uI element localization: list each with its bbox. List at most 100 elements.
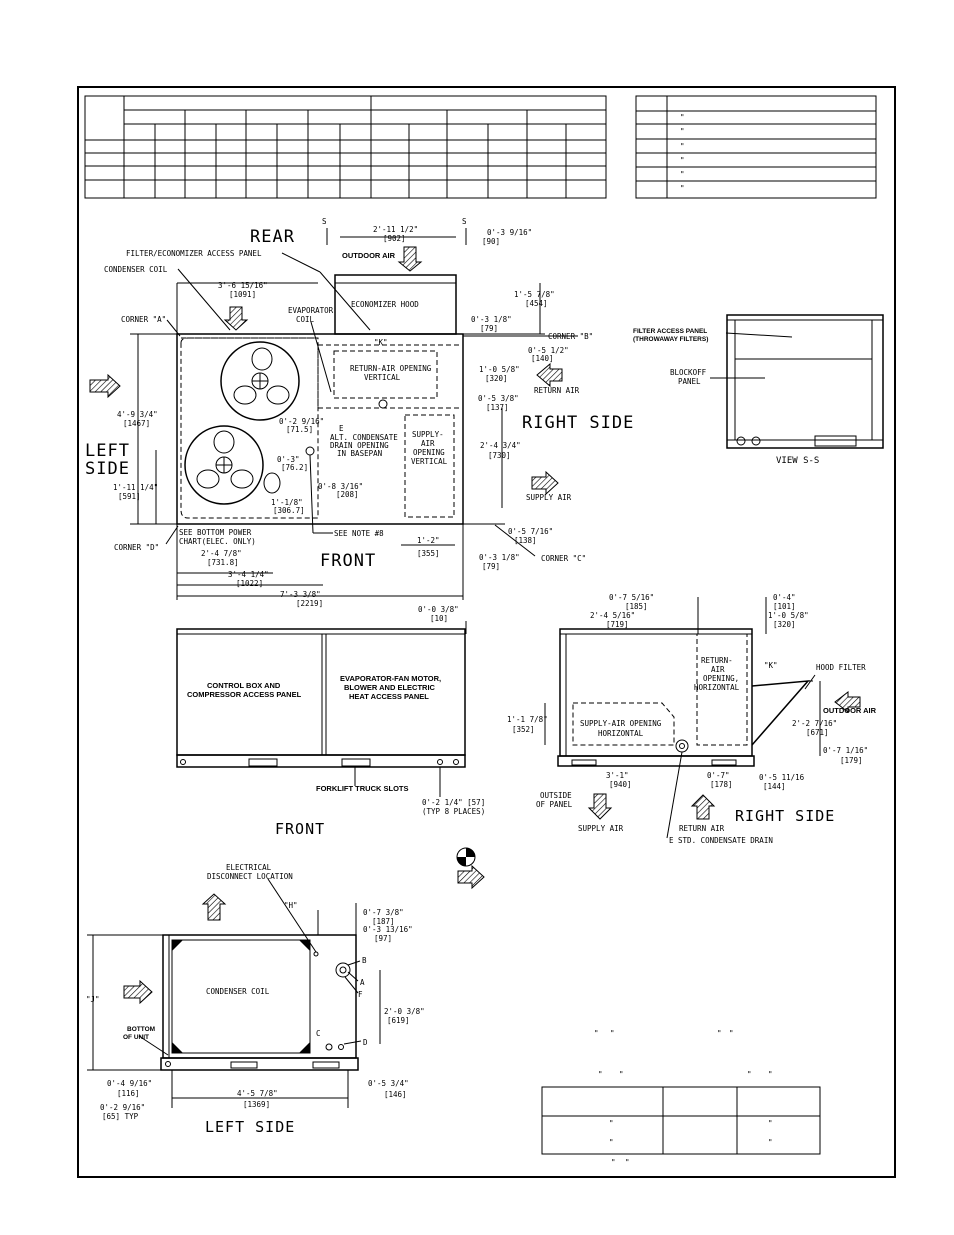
ls-point-f: F: [358, 990, 363, 999]
dim-1-2: 1'-2": [417, 536, 440, 545]
power-mark: ": [619, 1070, 624, 1079]
power-mark: ": [625, 1158, 630, 1167]
ls-d-2-0: 2'-0 3/8": [384, 1007, 425, 1016]
rs-title: RIGHT SIDE: [735, 807, 835, 825]
rs-d-0-7-mm: [178]: [710, 780, 733, 789]
label-supply-vertical-1: SUPPLY-: [412, 430, 444, 439]
ls-point-a: A: [360, 978, 365, 987]
corner-table-mark: ": [680, 113, 685, 122]
plan-right-title: RIGHT SIDE: [522, 413, 634, 433]
rs-d-2-2: 2'-2 7/16": [792, 719, 837, 728]
dim-4-9-mm: [1467]: [123, 419, 150, 428]
ls-d-0-5-3-mm: [146]: [384, 1090, 407, 1099]
dim-0-5-7-mm: [138]: [514, 536, 537, 545]
plan-front-title: FRONT: [320, 551, 376, 571]
front-d-0-0: 0'-0 3/8": [418, 605, 459, 614]
label-filter-panel: FILTER/ECONOMIZER ACCESS PANEL: [126, 249, 262, 258]
label-return-air: RETURN AIR: [534, 386, 580, 395]
rs-d-2-4-5-mm: [719]: [606, 620, 629, 629]
dim-1-11-mm: [591]: [118, 492, 141, 501]
ls-d-0-4-9-mm: [116]: [117, 1089, 140, 1098]
ls-point-d: D: [363, 1038, 368, 1047]
dim-2-4-7-mm: [731.8]: [207, 558, 239, 567]
dim-1-2-mm: [355]: [417, 549, 440, 558]
label-bottom-power-2: CHART(ELEC. ONLY): [179, 537, 256, 546]
rs-d-1-0-5: 1'-0 5/8": [768, 611, 809, 620]
dim-0-5-1-mm: [140]: [531, 354, 554, 363]
rs-d-0-5-11: 0'-5 11/16: [759, 773, 805, 782]
label-note8: SEE NOTE #8: [334, 529, 384, 538]
rs-d-0-4: 0'-4": [773, 593, 796, 602]
power-mark: ": [609, 1138, 614, 1147]
dim-3-4-mm: [1022]: [236, 579, 263, 588]
ls-d-0-7-3: 0'-7 3/8": [363, 908, 404, 917]
ss-blockoff-2: PANEL: [678, 377, 701, 386]
dim-2-4-7: 2'-4 7/8": [201, 549, 242, 558]
label-condenser-coil: CONDENSER COIL: [104, 265, 168, 274]
dim-3-6-mm: [1091]: [229, 290, 256, 299]
power-mark: ": [594, 1029, 599, 1038]
rs-return-4: HORIZONTAL: [694, 683, 740, 692]
dim-0-3-mm: [76.2]: [281, 463, 308, 472]
front-panel-left-2: COMPRESSOR ACCESS PANEL: [187, 690, 302, 699]
label-supply-air: SUPPLY AIR: [526, 493, 572, 502]
plan-left-title-1: LEFT: [85, 441, 130, 461]
ls-d-0-4-9: 0'-4 9/16": [107, 1079, 152, 1088]
rs-k: "K": [764, 661, 778, 670]
plan-rear-title: REAR: [250, 227, 295, 247]
corner-table-mark: ": [680, 127, 685, 136]
dim-0-3-1a-mm: [79]: [480, 324, 498, 333]
dim-2-4-3-mm: [730]: [488, 451, 511, 460]
rs-d-1-0-5-mm: [320]: [773, 620, 796, 629]
rs-d-1-1-7: 1'-1 7/8": [507, 715, 548, 724]
front-panel-right-1: EVAPORATOR-FAN MOTOR,: [340, 674, 441, 683]
dim-1-11: 1'-11 1/4": [113, 483, 158, 492]
corner-table: " " " " " ": [635, 95, 877, 199]
ls-d-0-3-13-mm: [97]: [374, 934, 392, 943]
ls-electrical-1: ELECTRICAL: [226, 863, 272, 872]
power-mark: ": [768, 1119, 773, 1128]
dim-0-3-9: 0'-3 9/16": [487, 228, 532, 237]
label-k: "K": [374, 338, 388, 347]
ls-d-4-5-mm: [1369]: [243, 1100, 270, 1109]
view-ss: FILTER ACCESS PANEL (THROWAWAY FILTERS) …: [633, 314, 884, 466]
front-d-0-0-mm: [10]: [430, 614, 448, 623]
dim-1-5: 1'-5 7/8": [514, 290, 555, 299]
label-outdoor-air: OUTDOOR AIR: [342, 251, 396, 260]
rs-outside-1: OUTSIDE: [540, 791, 572, 800]
rs-d-0-4-mm: [101]: [773, 602, 796, 611]
front-title: FRONT: [275, 820, 325, 838]
label-corner-d: CORNER "D": [114, 543, 159, 552]
rs-d-0-7-1: 0'-7 1/16": [823, 746, 868, 755]
ss-title: VIEW S-S: [776, 456, 819, 466]
power-mark: ": [611, 1158, 616, 1167]
label-alt-drain-1: E: [339, 424, 344, 433]
corner-table-mark: ": [680, 142, 685, 151]
power-mark: ": [729, 1029, 734, 1038]
dim-4-9: 4'-9 3/4": [117, 410, 158, 419]
front-d-0-2-1-typ: (TYP 8 PLACES): [422, 807, 485, 816]
rs-supply-2: HORIZONTAL: [598, 729, 644, 738]
ls-point-c: C: [316, 1029, 321, 1038]
label-corner-c: CORNER "C": [541, 554, 586, 563]
rs-d-0-5-11-mm: [144]: [763, 782, 786, 791]
dim-1-1-8: 1'-1/8": [271, 498, 303, 507]
ss-blockoff-1: BLOCKOFF: [670, 368, 707, 377]
power-mark: ": [610, 1029, 615, 1038]
ss-filter-access-1: FILTER ACCESS PANEL: [633, 328, 707, 335]
dim-0-3: 0'-3": [277, 455, 300, 464]
corner-table-mark: ": [680, 184, 685, 193]
rs-d-3-1: 3'-1": [606, 771, 629, 780]
ls-d-0-5-3: 0'-5 3/4": [368, 1079, 409, 1088]
rs-supply-1: SUPPLY-AIR OPENING: [580, 719, 662, 728]
dim-7-3: 7'-3 3/8": [280, 590, 321, 599]
power-mark: ": [747, 1070, 752, 1079]
left-side-view: ELECTRICAL DISCONNECT LOCATION "H" "J" C…: [86, 863, 425, 1136]
dim-0-3-1b-mm: [79]: [482, 562, 500, 571]
label-supply-vertical-4: VERTICAL: [411, 457, 448, 466]
dim-3-4: 3'-4 1/4": [228, 570, 269, 579]
dim-0-5-3: 0'-5 3/8": [478, 394, 519, 403]
power-mark: ": [609, 1119, 614, 1128]
label-corner-a: CORNER "A": [121, 315, 166, 324]
dim-2-11-mm: [902]: [383, 234, 406, 243]
